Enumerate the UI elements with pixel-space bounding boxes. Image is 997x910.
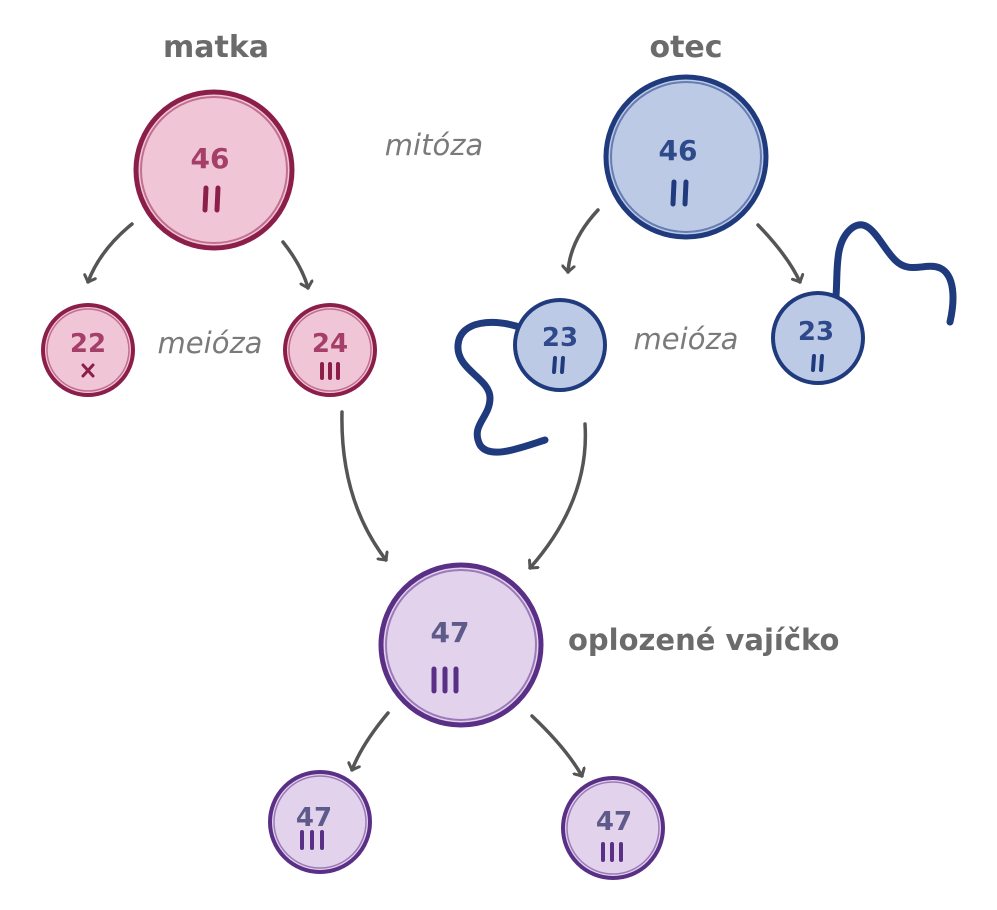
label-meiosis-mother: meióza — [158, 326, 263, 360]
count-daughter-right: 47 — [596, 807, 632, 837]
label-mother: matka — [163, 30, 269, 65]
count-daughter-left: 47 — [296, 803, 332, 833]
cell-gamete-father-left — [513, 298, 607, 392]
arrow-zygote-left — [352, 711, 390, 772]
chromosome-counts: 46 46 22 24 23 23 47 47 47 — [70, 134, 834, 837]
arrow-zygote-right — [530, 714, 582, 778]
count-father: 46 — [659, 134, 698, 167]
labels: matka otec mitóza meióza meióza oplozené… — [158, 30, 840, 657]
count-mother: 46 — [191, 142, 230, 175]
chromosome-marks — [81, 179, 824, 862]
arrow-mother-right — [281, 240, 308, 290]
cell-gamete-mother-right — [283, 303, 377, 397]
arrow-father-right — [756, 223, 800, 284]
label-father: otec — [649, 30, 722, 65]
cell-father — [603, 74, 769, 240]
arrow-father-left — [568, 208, 600, 274]
cell-zygote — [378, 562, 544, 728]
cell-mother — [133, 89, 295, 251]
cell-daughter-right — [561, 776, 665, 880]
sperm-tail-right — [832, 221, 957, 326]
arrows — [88, 208, 800, 778]
cells — [41, 74, 865, 880]
cell-gamete-father-right — [771, 291, 865, 385]
label-mitosis: mitóza — [385, 128, 483, 162]
cell-daughter-left — [268, 770, 372, 874]
arrow-sperm-to-zygote — [530, 422, 588, 570]
label-meiosis-father: meióza — [634, 322, 739, 356]
cell-gamete-mother-left — [41, 303, 135, 397]
count-gamete-mother-right: 24 — [312, 329, 348, 359]
arrow-egg-to-zygote — [340, 410, 386, 562]
arrow-mother-left — [88, 222, 134, 284]
count-gamete-mother-left: 22 — [70, 329, 106, 359]
count-gamete-father-right: 23 — [798, 317, 834, 347]
sperm-tails — [454, 221, 957, 456]
count-zygote: 47 — [431, 616, 470, 649]
count-gamete-father-left: 23 — [542, 323, 578, 353]
label-zygote: oplozené vajíčko — [568, 623, 839, 657]
sperm-tail-left — [454, 318, 549, 456]
